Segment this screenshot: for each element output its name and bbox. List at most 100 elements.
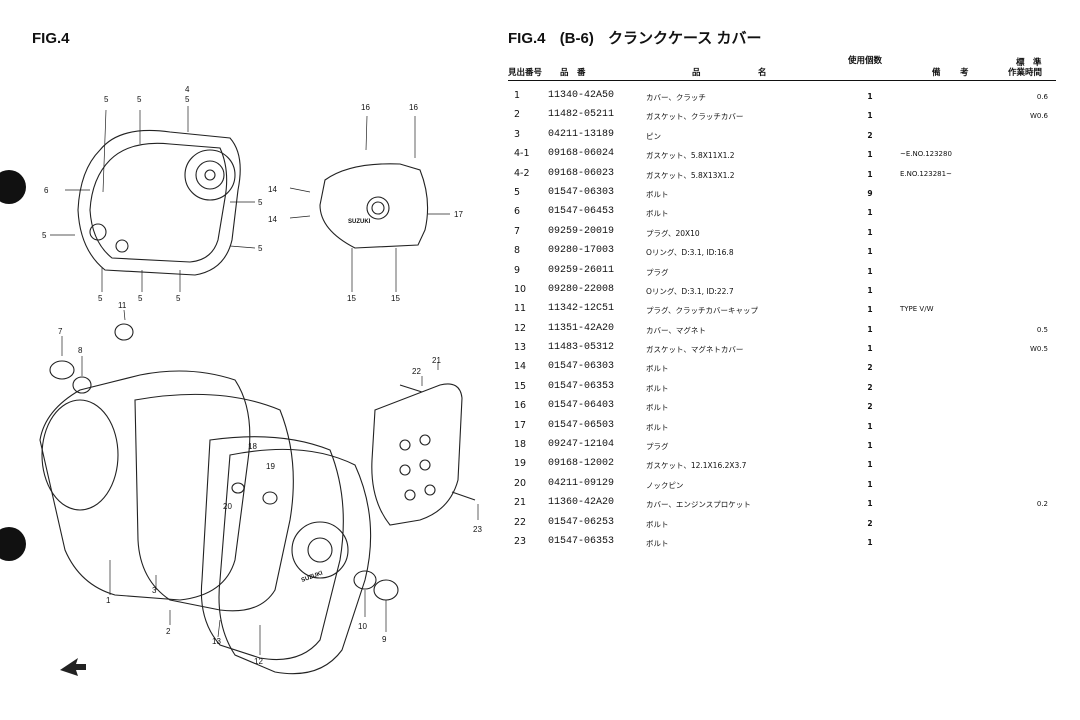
cell-part-number: 11342-12C51 bbox=[548, 303, 615, 315]
cell-ref-no: 9 bbox=[514, 264, 521, 276]
callout-10: 10 bbox=[358, 622, 367, 631]
sprocket-cover-hole-1 bbox=[399, 439, 411, 451]
callout-4: 4 bbox=[185, 85, 190, 94]
magneto-cover-small-hole bbox=[366, 196, 390, 220]
callout-5i: 5 bbox=[176, 294, 181, 303]
cell-description: プラグ、クラッチカバーキャップ bbox=[646, 306, 758, 316]
cell-description: ガスケット、クラッチカバー bbox=[646, 112, 744, 122]
cell-description: ノックピン bbox=[646, 480, 684, 490]
callout-20: 20 bbox=[223, 502, 232, 511]
binder-hole-bottom bbox=[0, 527, 26, 561]
col-header-qty: 使用個数 bbox=[848, 56, 883, 66]
callout-14b: 14 bbox=[268, 215, 277, 224]
callout-3: 3 bbox=[152, 586, 157, 595]
cell-ref-no: 4-1 bbox=[514, 148, 530, 160]
cell-quantity: 1 bbox=[867, 305, 873, 315]
cell-ref-no: 14 bbox=[514, 361, 527, 373]
parts-list-panel: FIG.4 (B-6) クランクケース カバー 見出番号 品 番 品 名 使用個… bbox=[508, 28, 1056, 552]
cell-quantity: 1 bbox=[867, 441, 873, 451]
bolt-23 bbox=[451, 491, 476, 501]
cell-quantity: 1 bbox=[867, 344, 873, 354]
cell-quantity: 1 bbox=[867, 460, 873, 470]
cell-description: カバー、マグネト bbox=[646, 325, 706, 335]
cell-part-number: 09168-06024 bbox=[548, 148, 615, 160]
parts-table-header: 見出番号 品 番 品 名 使用個数 備 考 標 準 作業時間 bbox=[508, 54, 1056, 81]
cell-ref-no: 3 bbox=[514, 128, 521, 140]
cell-part-number: 09259-26011 bbox=[548, 264, 615, 276]
cell-description: ボルト bbox=[646, 422, 669, 432]
cell-ref-no: 22 bbox=[514, 516, 527, 528]
col-header-time-1: 標 準 bbox=[1016, 58, 1042, 68]
cell-ref-no: 2 bbox=[514, 109, 521, 121]
cell-part-number: 11482-05211 bbox=[548, 109, 615, 121]
sprocket-cover-hole-5 bbox=[404, 489, 416, 501]
cell-quantity: 1 bbox=[867, 266, 873, 276]
cell-quantity: 1 bbox=[867, 150, 873, 160]
col-header-desc-2: 名 bbox=[758, 68, 767, 78]
table-row: 9 09259-26011 プラグ 1 bbox=[508, 262, 1056, 281]
cell-part-number: 01547-06253 bbox=[548, 516, 615, 528]
cell-part-number: 09280-17003 bbox=[548, 245, 615, 257]
cell-part-number: 01547-06303 bbox=[548, 361, 615, 373]
cell-quantity: 1 bbox=[867, 421, 873, 431]
cell-labor-time: 0.2 bbox=[1036, 500, 1048, 509]
callout-8: 8 bbox=[78, 346, 83, 355]
cell-part-number: 01547-06303 bbox=[548, 186, 615, 198]
plug-7 bbox=[49, 360, 75, 380]
cell-description: プラグ bbox=[646, 442, 669, 452]
callout-5c: 5 bbox=[185, 95, 190, 104]
cell-ref-no: 10 bbox=[514, 283, 527, 295]
callout-19: 19 bbox=[266, 462, 275, 471]
col-header-remarks-2: 考 bbox=[960, 68, 969, 78]
magneto-cover-small-outline bbox=[319, 163, 429, 249]
sprocket-cover-hole-4 bbox=[419, 459, 431, 471]
callout-2: 2 bbox=[166, 627, 171, 636]
cell-quantity: 1 bbox=[867, 92, 873, 101]
cell-quantity: 1 bbox=[867, 247, 873, 257]
cover-logo-small: SUZUKI bbox=[348, 219, 371, 225]
cell-labor-time: 0.5 bbox=[1036, 325, 1048, 334]
sprocket-cover-outline bbox=[371, 383, 463, 526]
clutch-cover-inner-edge bbox=[89, 142, 228, 263]
callout-22: 22 bbox=[412, 367, 421, 376]
callout-17: 17 bbox=[454, 210, 463, 219]
cell-quantity: 2 bbox=[867, 130, 873, 140]
cell-quantity: 1 bbox=[867, 169, 873, 179]
cell-remarks: E.NO.123281~ bbox=[900, 169, 952, 178]
col-header-time-2: 作業時間 bbox=[1008, 68, 1043, 78]
sprocket-cover-hole-3 bbox=[399, 464, 411, 476]
cell-description: プラグ bbox=[646, 267, 669, 277]
col-header-part-no: 品 番 bbox=[560, 68, 586, 78]
cell-ref-no: 19 bbox=[514, 458, 527, 470]
cell-quantity: 1 bbox=[867, 111, 873, 121]
magneto-gasket-outline bbox=[200, 436, 344, 661]
cell-ref-no: 4-2 bbox=[514, 167, 530, 179]
cell-quantity: 1 bbox=[867, 479, 873, 489]
cell-part-number: 01547-06353 bbox=[548, 535, 615, 547]
cell-part-number: 04211-09129 bbox=[548, 477, 615, 489]
cell-description: ボルト bbox=[646, 538, 669, 548]
cell-part-number: 04211-13189 bbox=[548, 128, 615, 140]
cell-ref-no: 11 bbox=[514, 303, 527, 315]
cell-part-number: 09168-12002 bbox=[548, 458, 615, 470]
callout-6: 6 bbox=[44, 186, 49, 195]
clutch-cover-boss bbox=[184, 149, 236, 201]
title-name: クランクケース カバー bbox=[608, 30, 762, 47]
callout-14a: 14 bbox=[268, 185, 277, 194]
title-fig: FIG.4 bbox=[508, 30, 546, 47]
callout-5g: 5 bbox=[98, 294, 103, 303]
clutch-cover-lower-outline bbox=[134, 393, 294, 612]
cell-part-number: 11351-42A20 bbox=[548, 322, 615, 334]
cell-part-number: 11360-42A20 bbox=[548, 497, 615, 509]
